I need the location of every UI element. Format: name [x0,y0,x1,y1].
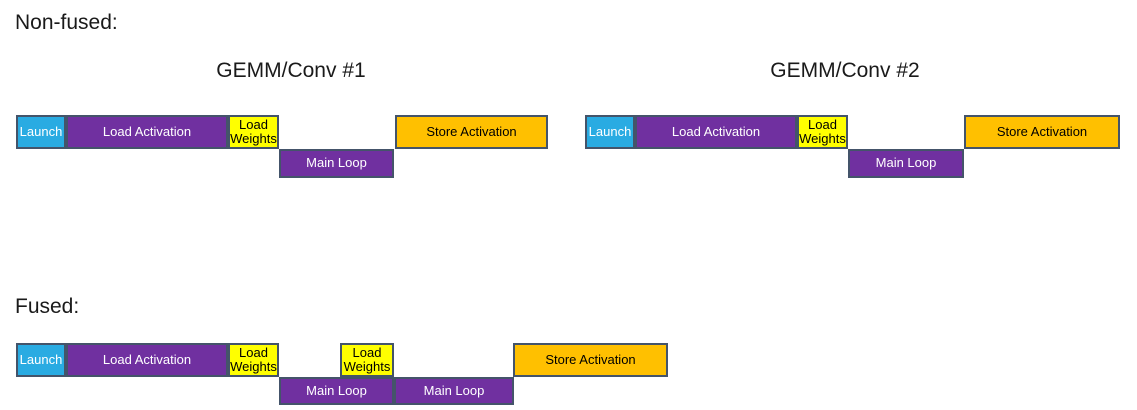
fused-load-weights-1-block: Load Weights [228,343,279,377]
fused-heading: Fused: [15,295,80,318]
fused-load-activation-block: Load Activation [66,343,228,377]
non-fused-heading: Non-fused: [15,11,118,34]
nf1-launch-block: Launch [16,115,66,149]
nf2-main-loop-block: Main Loop [848,149,964,178]
nf2-launch-block: Launch [585,115,635,149]
fused-launch-block: Launch [16,343,66,377]
nf2-store-activation-block: Store Activation [964,115,1120,149]
fused-load-weights-2-block: Load Weights [340,343,394,377]
fused-main-loop-1-block: Main Loop [279,377,394,405]
nf2-load-activation-block: Load Activation [635,115,797,149]
kernel2-title: GEMM/Conv #2 [770,59,920,82]
fused-store-activation-block: Store Activation [513,343,668,377]
fused-main-loop-2-block: Main Loop [394,377,514,405]
nf1-load-weights-block: Load Weights [228,115,279,149]
nf1-main-loop-block: Main Loop [279,149,394,178]
nf1-store-activation-block: Store Activation [395,115,548,149]
kernel1-title: GEMM/Conv #1 [216,59,366,82]
nf2-load-weights-block: Load Weights [797,115,848,149]
nf1-load-activation-block: Load Activation [66,115,228,149]
